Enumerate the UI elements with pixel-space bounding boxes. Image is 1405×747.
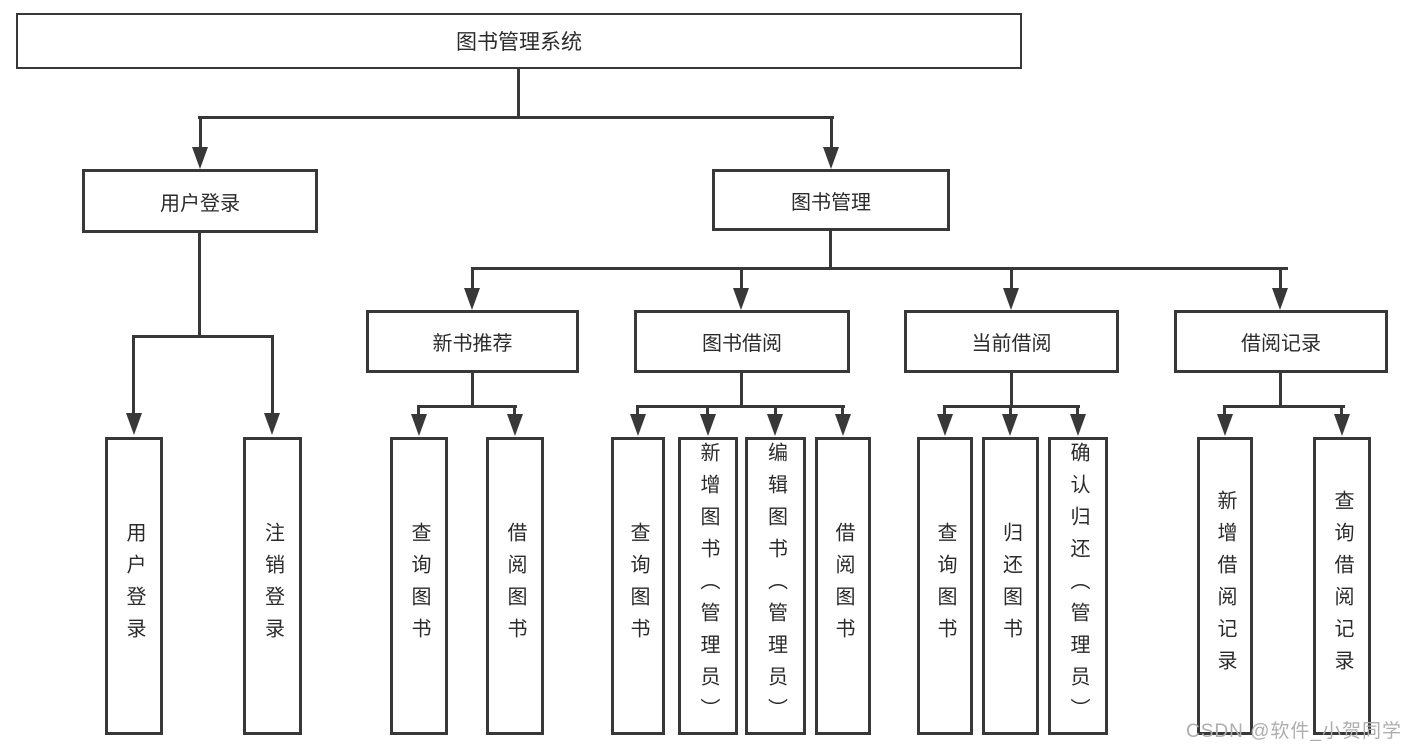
connector-cb-confirm-stem xyxy=(1076,405,1079,416)
connector-user-login-stem xyxy=(199,116,202,150)
arrowhead-book-mgmt xyxy=(823,147,839,169)
connector-br-add-stem xyxy=(1223,405,1226,416)
connector-borrow-record-stem xyxy=(1279,267,1282,290)
connector-current-borrow-down xyxy=(1010,373,1013,408)
connector-leaf-logout-stem xyxy=(271,335,274,415)
connector-user-login-down xyxy=(198,233,201,337)
connector-borrow-record-down xyxy=(1279,373,1282,408)
connector-current-borrow-stem xyxy=(1010,267,1013,290)
connector-nb-borrow-stem xyxy=(513,405,516,416)
leaf-cb-query-books: 查询图书 xyxy=(917,437,973,735)
connector-new-book-hbar xyxy=(417,405,517,408)
arrowhead-new-book xyxy=(464,288,480,310)
connector-leaf-user-login-stem xyxy=(132,335,135,415)
leaf-logout: 注销登录 xyxy=(243,437,302,735)
leaf-nb-borrow-books: 借阅图书 xyxy=(486,437,544,735)
connector-new-book-down xyxy=(471,373,474,408)
connector-bb-query-stem xyxy=(636,405,639,416)
connector-bb-add-stem xyxy=(706,405,709,416)
arrowhead-bb-borrow xyxy=(835,414,851,436)
connector-root-hbar xyxy=(198,116,834,119)
connector-book-mgmt-hbar xyxy=(471,267,1288,270)
arrowhead-br-query xyxy=(1334,414,1350,436)
arrowhead-leaf-logout xyxy=(264,413,280,435)
arrowhead-current-borrow xyxy=(1003,288,1019,310)
arrowhead-cb-confirm xyxy=(1070,414,1086,436)
connector-cb-return-stem xyxy=(1009,405,1012,416)
arrowhead-book-borrow xyxy=(733,288,749,310)
connector-br-query-stem xyxy=(1340,405,1343,416)
leaf-br-query-record: 查询借阅记录 xyxy=(1313,437,1371,735)
connector-borrow-record-hbar xyxy=(1223,405,1345,408)
arrowhead-bb-edit xyxy=(767,414,783,436)
csdn-watermark: CSDN @软件_小贺同学 xyxy=(1186,721,1402,742)
arrowhead-user-login xyxy=(192,147,208,169)
arrowhead-cb-query xyxy=(937,414,953,436)
arrowhead-bb-add xyxy=(700,414,716,436)
connector-bb-edit-stem xyxy=(774,405,777,416)
node-user-login: 用户登录 xyxy=(82,169,318,233)
connector-bb-borrow-stem xyxy=(841,405,844,416)
leaf-nb-query-books: 查询图书 xyxy=(390,437,448,735)
arrowhead-bb-query xyxy=(630,414,646,436)
connector-book-mgmt-stem xyxy=(830,116,833,150)
leaf-br-add-record: 新增借阅记录 xyxy=(1197,437,1253,735)
arrowhead-nb-borrow xyxy=(507,414,523,436)
leaf-bb-edit-books-admin: 编辑图书（管理员） xyxy=(745,437,806,735)
node-book-management: 图书管理 xyxy=(712,169,950,231)
connector-book-borrow-down xyxy=(740,373,743,408)
node-library-management-system: 图书管理系统 xyxy=(16,13,1022,69)
leaf-bb-query-books: 查询图书 xyxy=(611,437,665,735)
arrowhead-br-add xyxy=(1217,414,1233,436)
node-current-borrowing: 当前借阅 xyxy=(904,310,1119,373)
connector-book-borrow-hbar xyxy=(636,405,845,408)
connector-nb-query-stem xyxy=(417,405,420,416)
node-book-borrowing: 图书借阅 xyxy=(634,310,850,373)
leaf-cb-return-books: 归还图书 xyxy=(982,437,1039,735)
leaf-bb-add-books-admin: 新增图书（管理员） xyxy=(678,437,738,735)
connector-root-stem xyxy=(517,67,520,119)
connector-book-borrow-stem xyxy=(740,267,743,290)
arrowhead-cb-return xyxy=(1002,414,1018,436)
node-new-book-recommend: 新书推荐 xyxy=(366,310,579,373)
arrowhead-borrow-record xyxy=(1272,288,1288,310)
leaf-bb-borrow-books: 借阅图书 xyxy=(815,437,871,735)
connector-user-login-hbar xyxy=(132,335,274,338)
leaf-user-login: 用户登录 xyxy=(105,437,163,735)
connector-book-mgmt-down xyxy=(829,231,832,270)
connector-cb-query-stem xyxy=(943,405,946,416)
connector-new-book-stem xyxy=(471,267,474,290)
leaf-cb-confirm-return-admin: 确认归还（管理员） xyxy=(1048,437,1108,735)
node-borrowing-records: 借阅记录 xyxy=(1174,310,1388,373)
arrowhead-leaf-user-login xyxy=(126,413,142,435)
arrowhead-nb-query xyxy=(411,414,427,436)
